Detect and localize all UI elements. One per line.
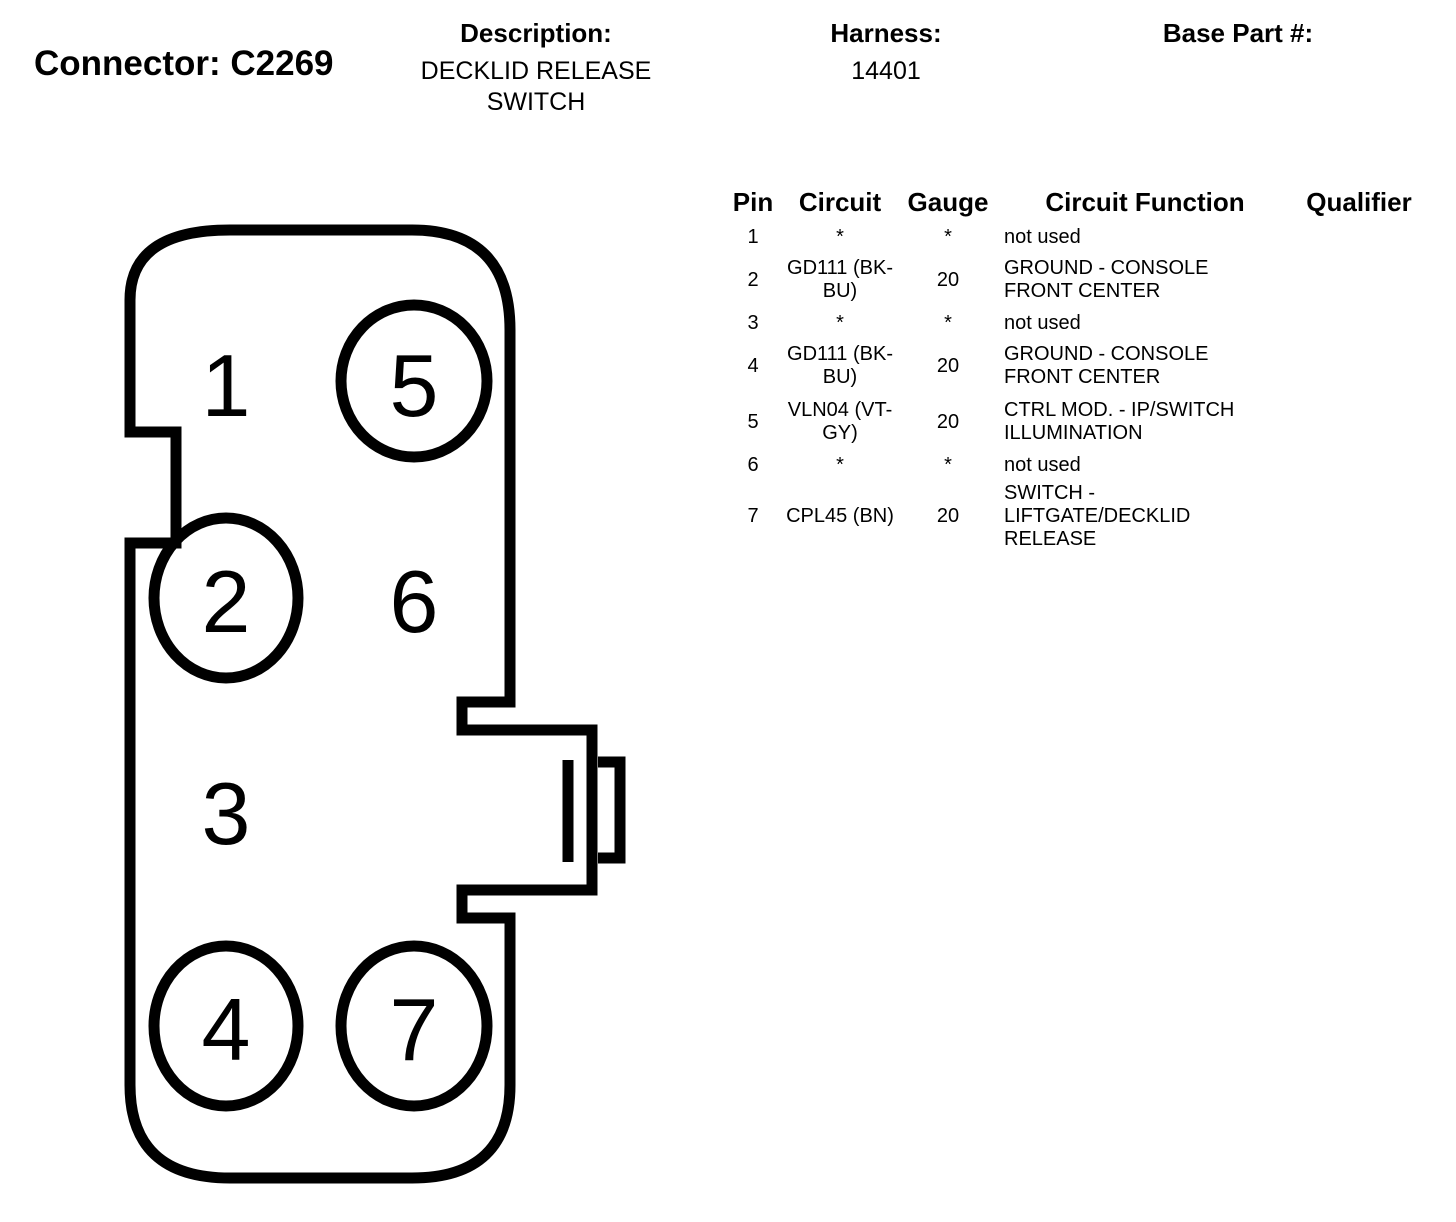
circuit-line: VLN04 (VT- (787, 399, 893, 421)
cell-qualifier (1294, 308, 1424, 338)
cell-circuit: * (836, 225, 844, 248)
pin-2-ring (148, 512, 304, 684)
table-row: 7 CPL45 (BN) 20 SWITCH - LIFTGATE/DECKLI… (726, 480, 1424, 552)
cell-pin: 3 (747, 311, 759, 334)
table-row: 3 * * not used (726, 308, 1424, 338)
cell-gauge: * (944, 311, 952, 334)
cell-circuit: VLN04 (VT- GY) (780, 394, 900, 450)
cell-function: SWITCH - LIFTGATE/DECKLID RELEASE (996, 480, 1294, 552)
pin-1-number: 1 (202, 336, 251, 435)
pin-2-number: 2 (202, 552, 251, 651)
function-line: FRONT CENTER (1004, 280, 1161, 302)
cell-gauge: 20 (936, 354, 960, 377)
function-line: GROUND - CONSOLE (1004, 343, 1209, 365)
cell-qualifier (1294, 394, 1424, 450)
description-value: DECKLID RELEASE SWITCH (396, 56, 676, 118)
function-line: not used (1004, 453, 1081, 476)
cell-qualifier (1294, 480, 1424, 552)
column-header-circuit: Circuit (798, 186, 882, 217)
connector-outline (124, 224, 598, 1184)
function-line: ILLUMINATION (1004, 422, 1143, 444)
description-label: Description: (460, 18, 612, 48)
circuit-line: BU) (822, 366, 858, 388)
cell-circuit: GD111 (BK- BU) (780, 252, 900, 308)
pin-7-ring (335, 940, 493, 1112)
cell-qualifier (1294, 252, 1424, 308)
circuit-line: GY) (822, 422, 858, 444)
cell-function: not used (996, 222, 1294, 252)
cell-pin: 7 (747, 504, 759, 527)
cell-function: GROUND - CONSOLE FRONT CENTER (996, 338, 1294, 394)
cell-function: GROUND - CONSOLE FRONT CENTER (996, 252, 1294, 308)
cell-pin: 1 (747, 225, 759, 248)
pin-5-number: 5 (390, 336, 439, 435)
function-line: GROUND - CONSOLE (1004, 257, 1209, 279)
cell-pin: 2 (747, 268, 759, 291)
circuit-line: GD111 (BK- (787, 257, 893, 279)
cell-function: not used (996, 450, 1294, 480)
cell-circuit: * (836, 311, 844, 334)
cell-pin: 5 (747, 410, 759, 433)
pin-5-ring (335, 299, 493, 463)
cell-circuit: GD111 (BK- BU) (780, 338, 900, 394)
harness-label: Harness: (830, 18, 942, 48)
description-value-line2: SWITCH (486, 88, 586, 116)
circuit-line: GD111 (BK- (787, 343, 893, 365)
cell-qualifier (1294, 450, 1424, 480)
cell-function: CTRL MOD. - IP/SWITCH ILLUMINATION (996, 394, 1294, 450)
function-line: SWITCH - (1004, 481, 1096, 504)
function-line: not used (1004, 225, 1081, 248)
cell-gauge: 20 (936, 268, 960, 291)
base-part-label: Base Part #: (1162, 18, 1314, 48)
pin-4-number: 4 (202, 980, 251, 1079)
circuit-line: BU) (822, 280, 858, 302)
pinout-table: Pin Circuit Gauge Circuit Function Quali… (726, 182, 1424, 552)
pin-4-ring (148, 940, 304, 1112)
latch-tab (598, 756, 626, 864)
cell-qualifier (1294, 338, 1424, 394)
column-header-qualifier: Qualifier (1306, 186, 1412, 217)
table-row: 4 GD111 (BK- BU) 20 GROUND - CONSOLE FRO… (726, 338, 1424, 394)
function-line: not used (1004, 311, 1081, 334)
cell-function: not used (996, 308, 1294, 338)
table-header-row: Pin Circuit Gauge Circuit Function Quali… (726, 182, 1424, 222)
harness-value: 14401 (851, 57, 921, 85)
cell-pin: 6 (747, 453, 759, 476)
cell-pin: 4 (747, 354, 759, 377)
table-row: 6 * * not used (726, 450, 1424, 480)
cell-gauge: * (944, 453, 952, 476)
cell-qualifier (1294, 222, 1424, 252)
cell-gauge: 20 (936, 504, 960, 527)
column-header-circuit-function: Circuit Function (1045, 186, 1245, 217)
table-row: 5 VLN04 (VT- GY) 20 CTRL MOD. - IP/SWITC… (726, 394, 1424, 450)
table-row: 2 GD111 (BK- BU) 20 GROUND - CONSOLE FRO… (726, 252, 1424, 308)
function-line: LIFTGATE/DECKLID (1004, 504, 1191, 527)
column-header-pin: Pin (732, 186, 774, 217)
pin-7-number: 7 (390, 980, 439, 1079)
cell-circuit: CPL45 (BN) (786, 504, 894, 527)
cell-gauge: * (944, 225, 952, 248)
cell-circuit: * (836, 453, 844, 476)
function-line: FRONT CENTER (1004, 366, 1161, 388)
column-header-gauge: Gauge (907, 186, 989, 217)
table-row: 1 * * not used (726, 222, 1424, 252)
connector-title: Connector: C2269 (34, 44, 334, 83)
cell-gauge: 20 (936, 410, 960, 433)
pin-6-number: 6 (390, 552, 439, 651)
description-value-line1: DECKLID RELEASE (420, 57, 652, 85)
function-line: CTRL MOD. - IP/SWITCH (1004, 399, 1235, 421)
pin-3-number: 3 (202, 764, 251, 863)
function-line: RELEASE (1004, 527, 1097, 550)
